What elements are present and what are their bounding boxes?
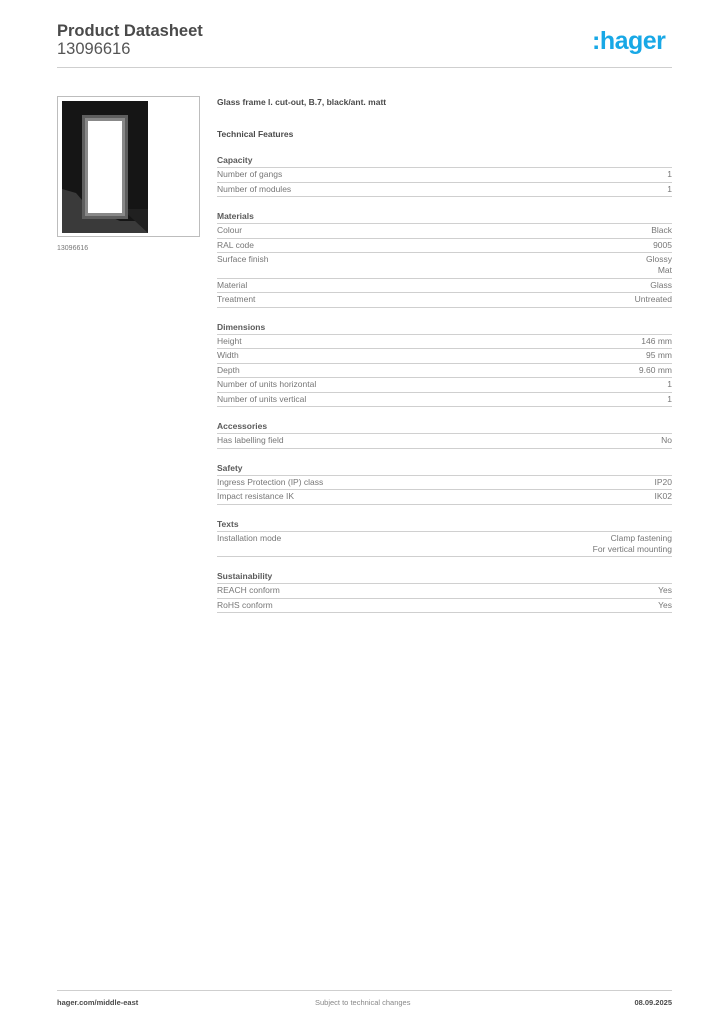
spec-value: Black xyxy=(651,225,672,235)
spec-value: Yes xyxy=(658,585,672,595)
spec-row: Installation mode Clamp fastening For ver… xyxy=(217,532,672,557)
spec-value: Glossy Mat xyxy=(646,254,672,275)
hager-logo: :hager xyxy=(592,27,666,55)
spec-label: Number of units horizontal xyxy=(217,379,317,389)
spec-value: IK02 xyxy=(654,491,673,501)
spec-row: Number of units vertical 1 xyxy=(217,393,672,407)
spec-label: Material xyxy=(217,279,248,290)
spec-label: Surface finish xyxy=(217,254,269,264)
technical-features-heading: Technical Features xyxy=(217,129,294,139)
spec-label: Impact resistance IK xyxy=(217,491,295,501)
spec-label: Width xyxy=(217,350,239,360)
footer-divider xyxy=(57,990,672,991)
product-number: 13096616 xyxy=(57,40,131,58)
spec-row: Colour Black xyxy=(217,224,672,239)
spec-row: Has labelling field No xyxy=(217,434,672,449)
spec-value: 9005 xyxy=(653,239,672,250)
header-divider xyxy=(57,67,672,68)
spec-label: Number of units vertical xyxy=(217,393,307,404)
section-title: Dimensions xyxy=(217,322,672,335)
footer-notice: Subject to technical changes xyxy=(315,998,411,1007)
footer-date: 08.09.2025 xyxy=(634,998,672,1007)
spec-row: Number of modules 1 xyxy=(217,183,672,197)
page-title: Product Datasheet xyxy=(57,22,203,40)
spec-label: REACH conform xyxy=(217,585,280,595)
spec-label: Ingress Protection (IP) class xyxy=(217,476,324,487)
page-header: Product Datasheet 13096616 xyxy=(57,22,203,58)
spec-label: Depth xyxy=(217,364,240,375)
spec-value: 1 xyxy=(667,169,672,179)
spec-row: Surface finish Glossy Mat xyxy=(217,253,672,279)
spec-value: Clamp fastening For vertical mounting xyxy=(592,532,672,554)
product-name: Glass frame l. cut-out, B.7, black/ant. … xyxy=(217,97,387,107)
spec-label: RoHS conform xyxy=(217,599,273,610)
spec-value: IP20 xyxy=(654,476,673,487)
section-title: Materials xyxy=(217,211,672,224)
spec-row: Ingress Protection (IP) class IP20 xyxy=(217,476,673,490)
spec-value: 9.60 mm xyxy=(638,364,672,375)
spec-label: Height xyxy=(217,335,242,346)
spec-row: Number of gangs 1 xyxy=(217,168,672,183)
spec-label: RAL code xyxy=(217,239,255,250)
spec-label: Installation mode xyxy=(217,532,282,543)
spec-label: Treatment xyxy=(217,294,256,304)
spec-row: Impact resistance IK IK02 xyxy=(217,490,672,505)
section-title: Accessories xyxy=(217,421,672,434)
spec-value: No xyxy=(661,435,672,445)
spec-label: Colour xyxy=(217,225,243,235)
spec-row: Material Glass xyxy=(217,279,672,293)
spec-label: Number of modules xyxy=(217,183,292,194)
spec-value: 1 xyxy=(667,393,672,404)
spec-label: Number of gangs xyxy=(217,169,283,179)
spec-row: Height 146 mm xyxy=(217,335,672,349)
section-title: Sustainability xyxy=(217,571,672,584)
spec-label: Has labelling field xyxy=(217,435,284,445)
spec-value: 95 mm xyxy=(646,350,672,360)
spec-row: Depth 9.60 mm xyxy=(217,364,672,378)
datasheet-content: Glass frame l. cut-out, B.7, black/ant. … xyxy=(217,97,672,613)
spec-row: Width 95 mm xyxy=(217,349,672,364)
spec-row: Treatment Untreated xyxy=(217,293,672,308)
section-title: Safety xyxy=(217,463,672,476)
spec-value: Yes xyxy=(658,599,672,610)
spec-row: Number of units horizontal 1 xyxy=(217,378,672,393)
website-link[interactable]: hager.com/middle-east xyxy=(57,998,139,1007)
image-caption: 13096616 xyxy=(57,245,89,252)
section-title: Capacity xyxy=(217,155,672,168)
spec-value: 1 xyxy=(667,183,672,194)
section-title: Texts xyxy=(217,519,672,532)
spec-value: 1 xyxy=(667,379,672,389)
spec-value: Untreated xyxy=(634,294,672,304)
product-image xyxy=(57,96,200,237)
spec-value: Glass xyxy=(650,279,672,290)
spec-row: RoHS conform Yes xyxy=(217,599,672,613)
spec-row: REACH conform Yes xyxy=(217,584,672,599)
glass-frame-icon xyxy=(62,101,148,233)
spec-value: 146 mm xyxy=(641,335,672,346)
spec-row: RAL code 9005 xyxy=(217,239,672,253)
